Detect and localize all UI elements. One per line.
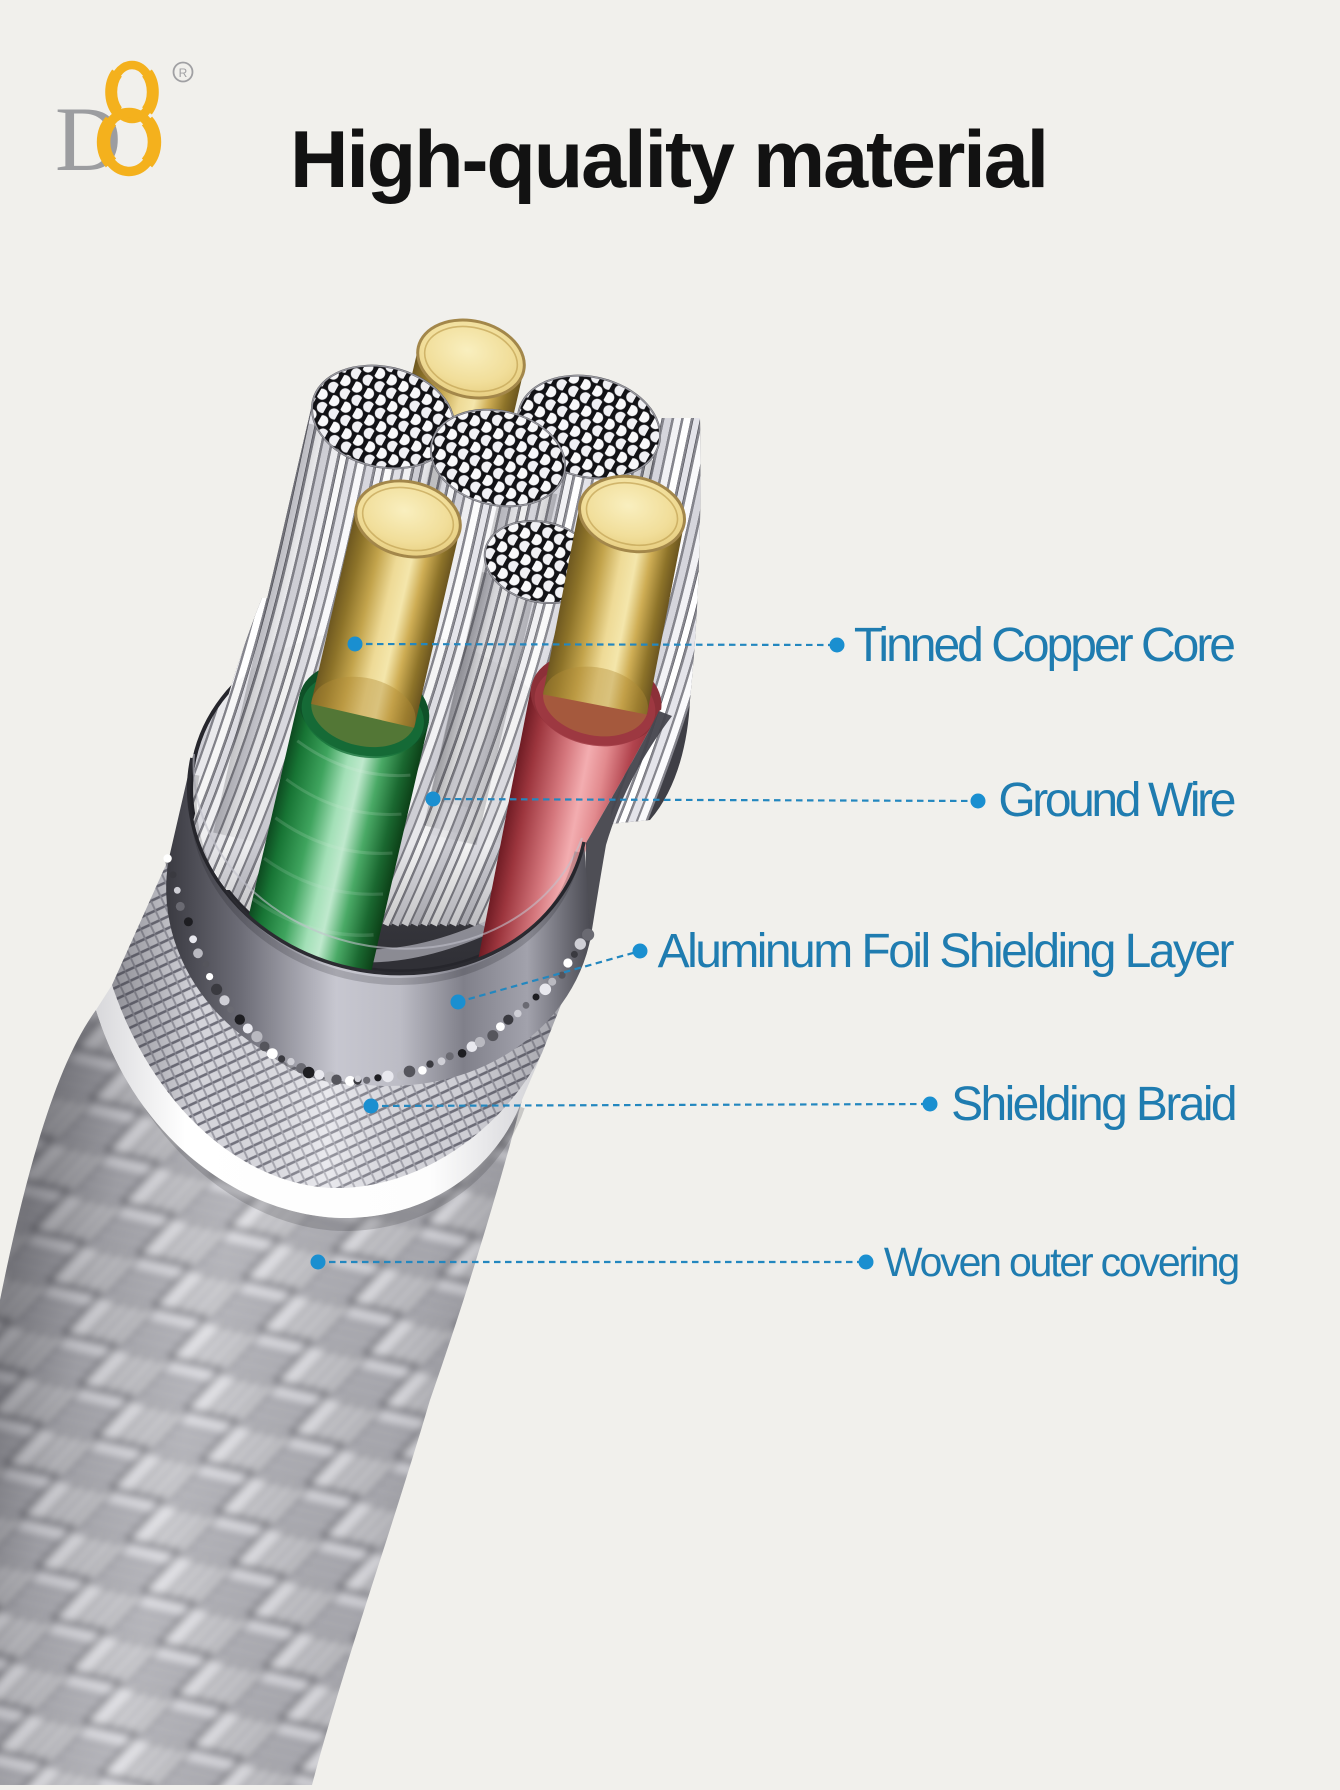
svg-text:Tinned Copper Core: Tinned Copper Core bbox=[854, 619, 1234, 672]
svg-text:Woven outer covering: Woven outer covering bbox=[884, 1239, 1238, 1285]
svg-text:Aluminum Foil Shielding Layer: Aluminum Foil Shielding Layer bbox=[658, 925, 1235, 978]
svg-text:Shielding Braid: Shielding Braid bbox=[951, 1078, 1235, 1131]
svg-text:R: R bbox=[179, 66, 188, 80]
svg-text:Ground Wire: Ground Wire bbox=[998, 774, 1234, 827]
svg-text:High-quality material: High-quality material bbox=[290, 115, 1047, 205]
